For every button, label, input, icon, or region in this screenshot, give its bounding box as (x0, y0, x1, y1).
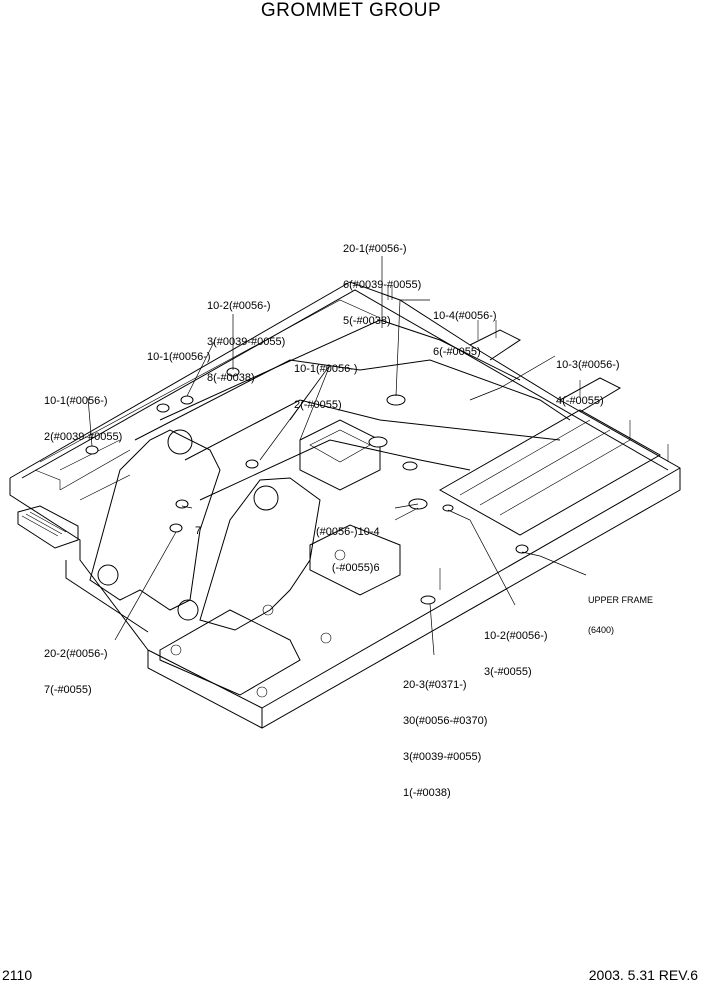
callout-10-3: 10-3(#0056-) 4(-#0055) (556, 335, 620, 419)
callout-line: 7 (195, 525, 202, 537)
callout-line: 3(#0039-#0055) (207, 336, 286, 348)
callout-20-1: 20-1(#0056-) 6(#0039-#0055) 5(-#0038) (343, 219, 421, 339)
revision-date: 2003. 5.31 REV.6 (588, 967, 698, 983)
grommet (386, 394, 406, 406)
callout-line: 3(-#0055) (484, 666, 532, 678)
grommet (180, 395, 194, 405)
callout-line: (6400) (588, 625, 615, 635)
callout-line: 10-3(#0056-) (556, 359, 620, 371)
callout-10-4-bottom: (#0056-)10-4 (-#0055)6 (316, 502, 380, 586)
callout-line: 6(-#0055) (433, 346, 481, 358)
callout-line: 7(-#0055) (44, 684, 92, 696)
callout-10-2-top: 10-2(#0056-) 3(#0039-#0055) 8(-#0038) (207, 276, 285, 396)
callout-line: 4(-#0055) (556, 395, 604, 407)
callout-line: 30(#0056-#0370) (403, 715, 488, 727)
callout-10-4-top: 10-4(#0056-) 6(-#0055) (433, 286, 497, 370)
callout-line: 10-4(#0056-) (433, 310, 497, 322)
page-title: GROMMET GROUP (260, 0, 442, 21)
callout-10-1-left: 10-1(#0056-) 2(#0039-#0055) (44, 371, 122, 455)
callout-line: 2(#0039-#0055) (44, 431, 123, 443)
callout-10-1-mid: 10-1(#0056-) (147, 327, 211, 375)
grommet (245, 459, 259, 469)
callout-line: 10-2(#0056-) (484, 630, 548, 642)
grommet (368, 436, 388, 448)
callout-10-1-center: 10-1(#0056-) 2(-#0055) (294, 339, 358, 423)
callout-line: 8(-#0038) (207, 372, 255, 384)
callout-line: (-#0055)6 (331, 562, 380, 574)
callout-line: 10-1(#0056-) (147, 351, 211, 363)
grommets (85, 367, 529, 605)
callout-7: 7 (195, 501, 201, 549)
frame-outline (9, 281, 681, 729)
grommet (169, 523, 183, 533)
callout-line: 6(#0039-#0055) (343, 279, 422, 291)
callout-line: 20-3(#0371-) (403, 679, 467, 691)
leader-lines (87, 256, 587, 656)
callout-20-2: 20-2(#0056-) 7(-#0055) (44, 624, 108, 708)
grommet (175, 499, 189, 509)
callout-20-3: 20-3(#0371-) 30(#0056-#0370) 3(#0039-#00… (403, 655, 487, 811)
grommet (420, 595, 436, 605)
callout-line: (#0056-)10-4 (316, 526, 380, 538)
callout-10-2-bottom: 10-2(#0056-) 3(-#0055) (484, 606, 548, 690)
grommet (402, 461, 418, 471)
grommet (442, 504, 454, 512)
callout-line: 1(-#0038) (403, 787, 451, 799)
callout-line: 5(-#0038) (343, 315, 391, 327)
callout-line: 2(-#0055) (294, 399, 342, 411)
callout-line: 10-2(#0056-) (207, 300, 271, 312)
callout-line: 3(#0039-#0055) (403, 751, 482, 763)
callout-line: 10-1(#0056-) (44, 395, 108, 407)
callout-upper-frame: UPPER FRAME (6400) (588, 575, 653, 645)
page-number: 2110 (2, 967, 33, 983)
callout-line: UPPER FRAME (588, 595, 654, 605)
grommet (156, 403, 170, 413)
grommet (515, 544, 529, 554)
callout-line: 20-1(#0056-) (343, 243, 407, 255)
callout-line: 20-2(#0056-) (44, 648, 108, 660)
callout-line: 10-1(#0056-) (294, 363, 358, 375)
